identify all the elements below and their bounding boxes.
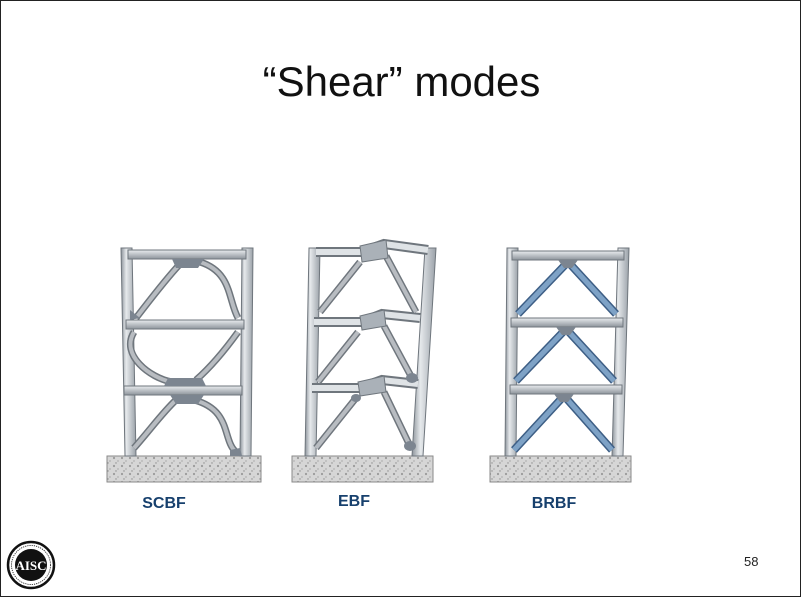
page-number: 58: [744, 554, 759, 569]
ebf-frame: [291, 238, 437, 483]
ebf-brace-end: [404, 441, 416, 451]
scbf-level2-beam: [125, 319, 245, 330]
scbf-gusset: [170, 395, 204, 404]
ebf-link: [359, 239, 389, 263]
svg-text:AISC: AISC: [15, 558, 46, 573]
scbf-right-column: [239, 247, 254, 457]
frame-label-ebf: EBF: [338, 493, 370, 510]
brbf-gusset: [554, 394, 574, 402]
brbf-level2-beam: [510, 317, 624, 328]
brbf-roof-beam: [511, 250, 625, 261]
scbf-gusset: [164, 378, 206, 386]
brbf-level1-beam: [509, 384, 623, 395]
scbf-frame: [106, 247, 262, 483]
scbf-brace: [198, 258, 242, 320]
frame-label-scbf: SCBF: [142, 495, 186, 512]
slide-title: “Shear” modes: [262, 58, 541, 105]
brbf-foundation: [489, 455, 632, 483]
ebf-link: [359, 309, 387, 331]
brbf-gusset: [558, 260, 578, 268]
aisc-seal-logo: AISC: [6, 540, 56, 590]
brbf-frame: [489, 247, 632, 483]
ebf-link: [357, 375, 387, 397]
scbf-gusset: [230, 448, 242, 456]
scbf-level1-beam: [123, 385, 243, 396]
brbf-right-column: [611, 247, 630, 457]
scbf-gusset: [130, 310, 140, 320]
scbf-roof-beam: [127, 249, 247, 260]
ebf-left-column: [304, 247, 321, 457]
brbf-left-column: [504, 247, 519, 457]
scbf-gusset: [172, 259, 204, 268]
ebf-foundation: [291, 455, 434, 483]
scbf-foundation: [106, 455, 262, 483]
brbf-gusset: [556, 327, 576, 335]
ebf-right-column: [411, 247, 437, 457]
frame-label-brbf: BRBF: [532, 495, 577, 512]
